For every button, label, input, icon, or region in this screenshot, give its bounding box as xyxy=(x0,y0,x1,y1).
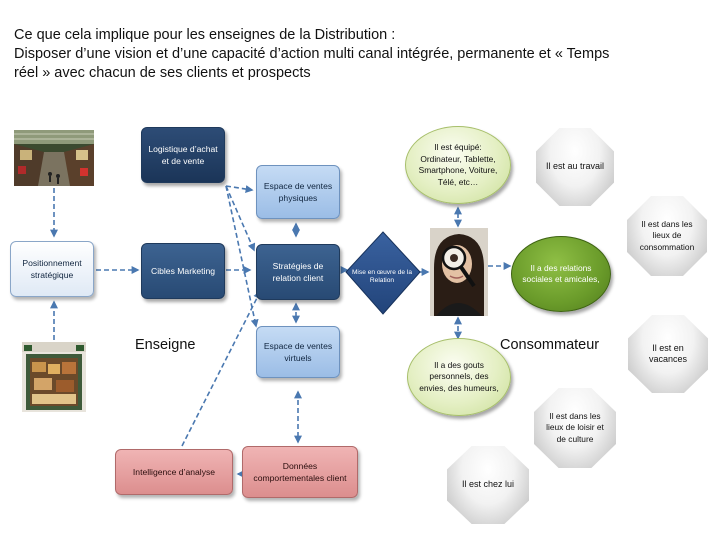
title-line-1: Ce que cela implique pour les enseignes … xyxy=(14,27,396,43)
intelligence-box: Intelligence d’analyse xyxy=(115,449,233,495)
espace-virtuels-box: Espace de ventes virtuels xyxy=(256,326,340,378)
mise-en-oeuvre-label: Mise en œuvre de la Relation xyxy=(351,268,413,285)
strategies-box: Stratégies de relation client xyxy=(256,244,340,300)
shop-photo xyxy=(22,342,86,412)
strategies-label: Stratégies de relation client xyxy=(272,261,324,283)
lieux-consommation-octagon: Il est dans les lieux de consommation xyxy=(627,196,707,276)
loisir-octagon: Il est dans les lieux de loisir et de cu… xyxy=(534,388,616,468)
espace-virtuels-label: Espace de ventes virtuels xyxy=(263,341,333,363)
equipe-label: Il est équipé: Ordinateur, Tablette, Sma… xyxy=(418,142,498,187)
enseigne-label: Enseigne xyxy=(135,337,196,353)
consumer-photo xyxy=(430,228,488,316)
cibles-label: Cibles Marketing xyxy=(151,266,215,276)
arrow-intelligence-to-strategies xyxy=(181,290,261,447)
loisir-label: Il est dans les lieux de loisir et de cu… xyxy=(546,410,604,444)
gouts-label: Il a des gouts personnels, des envies, d… xyxy=(419,359,499,393)
positionnement-box: Positionnement stratégique xyxy=(10,241,94,297)
vacances-octagon: Il est en vacances xyxy=(628,315,708,393)
slide-title: Ce que cela implique pour les enseignes … xyxy=(14,26,704,83)
vacances-label: Il est en vacances xyxy=(648,342,688,365)
arrow-logistique-to-strategies xyxy=(225,185,256,252)
intelligence-label: Intelligence d’analyse xyxy=(132,467,216,477)
mall-photo xyxy=(14,130,94,186)
relations-ellipse: Il a des relations sociales et amicales, xyxy=(511,236,611,312)
title-line-2: Disposer d’une vision et d’une capacité … xyxy=(14,46,610,62)
logistique-box: Logistique d’achat et de vente xyxy=(141,127,225,183)
chez-lui-label: Il est chez lui xyxy=(461,479,515,490)
donnees-label: Données comportementales client xyxy=(253,461,347,483)
gouts-ellipse: Il a des gouts personnels, des envies, d… xyxy=(407,338,511,416)
title-line-3: réel » avec chacun de ses clients et pro… xyxy=(14,65,311,81)
positionnement-label: Positionnement stratégique xyxy=(22,258,82,280)
relations-label: Il a des relations sociales et amicales, xyxy=(522,262,600,285)
lieux-consommation-label: Il est dans les lieux de consommation xyxy=(639,218,695,252)
travail-label: Il est au travail xyxy=(545,161,605,172)
cibles-box: Cibles Marketing xyxy=(141,243,225,299)
arrow-logistique-to-physiques xyxy=(225,185,254,193)
chez-lui-octagon: Il est chez lui xyxy=(447,446,529,524)
donnees-box: Données comportementales client xyxy=(242,446,358,498)
logistique-label: Logistique d’achat et de vente xyxy=(148,144,218,166)
espace-physiques-box: Espace de ventes physiques xyxy=(256,165,340,219)
consommateur-label: Consommateur xyxy=(500,337,600,353)
equipe-ellipse: Il est équipé: Ordinateur, Tablette, Sma… xyxy=(405,126,511,204)
travail-octagon: Il est au travail xyxy=(536,128,614,206)
espace-physiques-label: Espace de ventes physiques xyxy=(263,181,333,203)
